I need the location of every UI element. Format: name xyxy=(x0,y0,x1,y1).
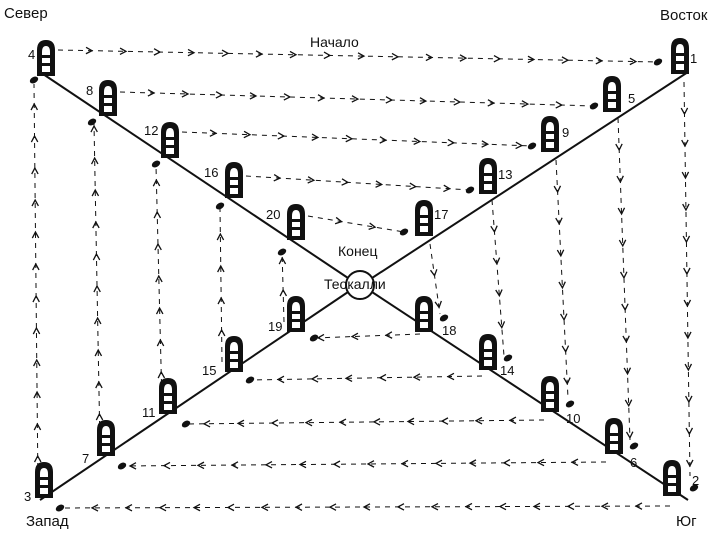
dot-icon xyxy=(151,160,161,168)
marker-stone-icon xyxy=(225,162,243,198)
dot-icon xyxy=(87,118,97,126)
stone-number-7: 7 xyxy=(82,451,90,466)
dot-icon xyxy=(245,376,255,384)
corner-label-south: Юг xyxy=(676,513,697,530)
arrow-icon xyxy=(90,123,104,447)
marker-stone-icon xyxy=(35,462,53,498)
center-label: Теокалли xyxy=(324,276,386,292)
marker-stone-icon xyxy=(99,80,117,116)
arrow-icon xyxy=(307,215,405,233)
stone-number-18: 18 xyxy=(442,323,457,338)
stone-markers xyxy=(35,38,689,498)
arrow-icon xyxy=(121,458,607,470)
marker-stone-icon xyxy=(37,40,55,76)
stone-number-13: 13 xyxy=(498,167,513,182)
marker-stone-icon xyxy=(287,296,305,332)
arrow-icon xyxy=(245,173,471,193)
diagonal-east-to-center xyxy=(371,71,689,279)
dot-icon xyxy=(629,442,639,450)
dot-icon xyxy=(589,102,599,110)
arrow-icon xyxy=(30,83,42,489)
stone-number-16: 16 xyxy=(204,165,219,180)
marker-stone-icon xyxy=(159,378,177,414)
stone-number-9: 9 xyxy=(562,125,570,140)
stone-number-15: 15 xyxy=(202,363,217,378)
arrow-icon xyxy=(152,165,166,405)
dot-icon xyxy=(503,354,513,362)
marker-stone-icon xyxy=(479,158,497,194)
corner-label-north: Север xyxy=(4,5,48,22)
arrow-icon xyxy=(57,46,659,66)
arrow-icon xyxy=(429,243,442,315)
dot-icon xyxy=(215,202,225,210)
dot-icon xyxy=(117,462,127,470)
stone-number-12: 12 xyxy=(144,123,159,138)
arrow-icon xyxy=(181,129,533,150)
arrow-icon xyxy=(249,372,483,384)
corner-label-west: Запад xyxy=(26,513,69,530)
marker-stone-icon xyxy=(225,336,243,372)
stone-number-11: 11 xyxy=(142,405,156,420)
marker-stone-icon xyxy=(161,122,179,158)
dot-icon xyxy=(29,76,39,84)
center-circle xyxy=(345,270,375,300)
arrow-icon xyxy=(490,199,506,357)
marker-stone-icon xyxy=(605,418,623,454)
stone-number-8: 8 xyxy=(86,83,94,98)
dot-icon xyxy=(181,420,191,428)
arrow-icon xyxy=(680,81,694,477)
dot-icon xyxy=(399,228,409,236)
dot-icon xyxy=(565,400,575,408)
marker-stone-icon xyxy=(541,376,559,412)
marker-stone-icon xyxy=(97,420,115,456)
dot-icon xyxy=(55,504,65,512)
dot-icon xyxy=(309,334,319,342)
arrow-icon xyxy=(553,159,571,399)
end-label: Конец xyxy=(338,243,378,259)
marker-stone-icon xyxy=(415,296,433,332)
marker-stone-icon xyxy=(671,38,689,74)
stone-number-5: 5 xyxy=(628,91,636,106)
marker-stone-icon xyxy=(541,116,559,152)
arrow-icon xyxy=(216,207,226,363)
dot-icon xyxy=(689,484,699,492)
marker-stone-icon xyxy=(479,334,497,370)
arrow-icon xyxy=(313,331,421,342)
diagonal-north-to-center xyxy=(39,71,349,279)
arrow-icon xyxy=(278,249,288,323)
arrow-icon xyxy=(59,502,671,512)
stone-number-4: 4 xyxy=(28,47,36,62)
dot-icon xyxy=(277,248,287,256)
stone-number-19: 19 xyxy=(268,319,283,334)
stone-number-20: 20 xyxy=(266,207,281,222)
stone-number-6: 6 xyxy=(630,455,638,470)
start-label: Начало xyxy=(310,34,359,50)
stone-number-17: 17 xyxy=(434,207,449,222)
stone-number-3: 3 xyxy=(24,489,32,504)
marker-stone-icon xyxy=(287,204,305,240)
corner-label-east: Восток xyxy=(660,7,708,24)
arrow-icon xyxy=(615,117,634,441)
stone-number-2: 2 xyxy=(692,473,700,488)
stone-number-10: 10 xyxy=(566,411,581,426)
marker-stone-icon xyxy=(603,76,621,112)
dot-icon xyxy=(653,58,663,66)
arrow-icon xyxy=(185,416,545,428)
stone-number-14: 14 xyxy=(500,363,515,378)
stone-number-1: 1 xyxy=(690,51,698,66)
arrow-icon xyxy=(119,89,595,109)
dot-icon xyxy=(527,142,537,150)
marker-stone-icon xyxy=(415,200,433,236)
arrow-paths xyxy=(29,46,699,512)
dot-icon xyxy=(465,186,475,194)
marker-stone-icon xyxy=(663,460,681,496)
dot-icon xyxy=(439,314,449,322)
